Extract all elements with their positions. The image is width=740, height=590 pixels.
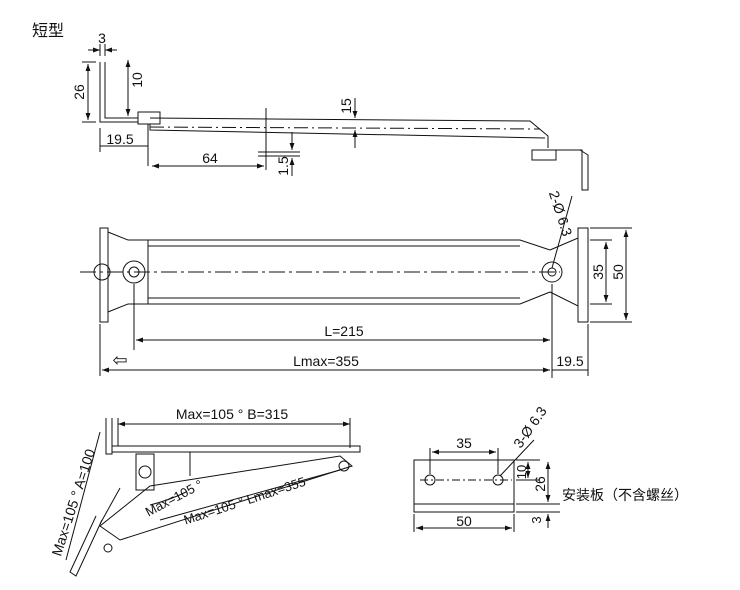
dim-15: 15 bbox=[338, 98, 354, 114]
side-arm bbox=[149, 117, 549, 148]
side-left-bracket bbox=[99, 62, 150, 123]
plate-dim-50: 50 bbox=[456, 513, 472, 529]
plan-view: 2-Ø 6.3 35 50 L=215 Lmax=355 19.5 ⇦ bbox=[80, 189, 632, 378]
dim-19-5-top: 19.5 bbox=[106, 131, 133, 147]
plan-L: L=215 bbox=[324, 323, 364, 339]
open-max-b: Max=105 ° B=315 bbox=[176, 406, 288, 422]
direction-arrow-icon: ⇦ bbox=[112, 350, 127, 370]
open-view: Max=105 ° B=315 Max=105 ° A=100 Max=105 … bbox=[48, 406, 361, 577]
plan-dim-35: 35 bbox=[590, 264, 606, 280]
plate-dims bbox=[413, 439, 560, 532]
side-right-hinge bbox=[531, 149, 557, 161]
mounting-plate-view: 35 3-Ø 6.3 10 26 50 3 安装板（不含螺丝） bbox=[413, 403, 688, 532]
plan-dims bbox=[99, 195, 632, 378]
plate-dim-35: 35 bbox=[456, 435, 472, 451]
plan-Lmax: Lmax=355 bbox=[293, 353, 359, 369]
plate-dim-26: 26 bbox=[532, 476, 548, 492]
side-right-bracket bbox=[556, 149, 589, 191]
dim-64: 64 bbox=[202, 150, 218, 166]
dim-26: 26 bbox=[71, 84, 87, 100]
plan-arm bbox=[148, 239, 551, 305]
open-arm bbox=[99, 455, 354, 541]
plate-dim-10: 10 bbox=[514, 465, 529, 479]
dim-1-5: 1.5 bbox=[275, 156, 291, 176]
open-dims bbox=[65, 418, 351, 561]
plate-dim-3: 3 bbox=[529, 516, 544, 523]
dim-10-top: 10 bbox=[129, 72, 145, 88]
plate-caption: 安装板（不含螺丝） bbox=[562, 487, 688, 503]
plan-dim-50: 50 bbox=[610, 264, 626, 280]
side-view: 3 26 10 15 19.5 64 1.5 bbox=[71, 30, 589, 191]
plan-hole-label: 2-Ø 6.3 bbox=[546, 189, 576, 239]
open-lower-bracket bbox=[69, 515, 103, 577]
plate-body bbox=[413, 459, 515, 513]
side-arm-mid-line bbox=[149, 126, 541, 130]
plan-right-hole bbox=[541, 261, 563, 283]
open-top-bracket bbox=[105, 418, 361, 455]
side-dims bbox=[82, 44, 358, 176]
drawing-title: 短型 bbox=[32, 22, 64, 40]
plan-left-plate bbox=[99, 227, 109, 323]
open-max-a: Max=105 ° A=100 bbox=[48, 447, 98, 558]
plan-dim-19-5: 19.5 bbox=[556, 353, 583, 369]
dim-3-top: 3 bbox=[98, 30, 106, 46]
